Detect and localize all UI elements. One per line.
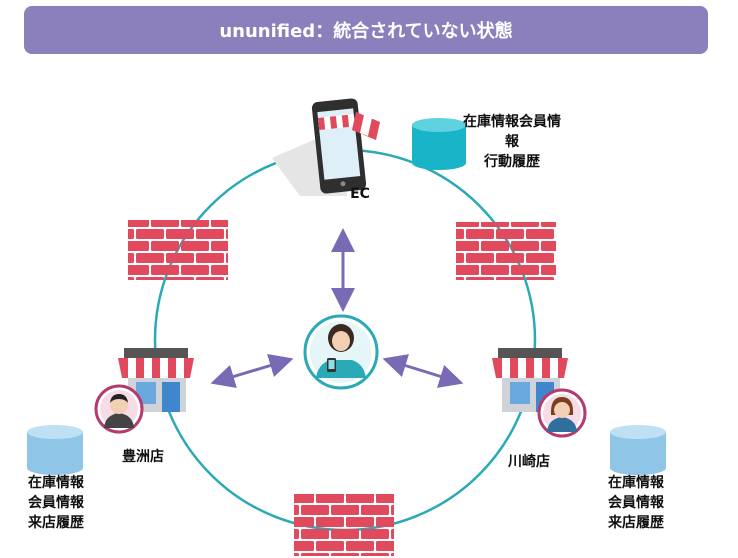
arrow-center-toyosu <box>210 353 294 389</box>
kawasaki-label: 川崎店 <box>508 454 550 470</box>
kawasaki-staff-avatar <box>537 388 587 438</box>
ec-data-text: 在庫情報会員情 報 行動履歴 <box>448 112 576 172</box>
ec-label: EC <box>350 186 370 202</box>
kawasaki-data-line: 在庫情報 <box>608 475 664 491</box>
kawasaki-data-text: 在庫情報 会員情報 来店履歴 <box>596 473 676 533</box>
toyosu-label: 豊洲店 <box>122 449 164 465</box>
arrow-center-kawasaki <box>382 354 464 388</box>
customer-icon <box>303 314 379 390</box>
toyosu-database-icon <box>27 425 83 475</box>
ec-database-icon <box>412 118 466 170</box>
ec-smartphone-icon <box>272 98 380 196</box>
kawasaki-data-line: 来店履歴 <box>608 515 664 531</box>
kawasaki-database-icon <box>610 425 666 475</box>
toyosu-data-text: 在庫情報 会員情報 来店履歴 <box>16 473 96 533</box>
page-title: ununified：統合されていない状態 <box>219 21 513 42</box>
toyosu-staff-avatar <box>94 384 144 434</box>
title-banner: ununified：統合されていない状態 <box>24 6 708 54</box>
firewall-wall-bottom <box>294 494 394 556</box>
toyosu-data-line: 来店履歴 <box>28 515 84 531</box>
toyosu-data-line: 会員情報 <box>28 495 84 511</box>
firewall-wall-top-right <box>456 222 556 280</box>
ec-data-line: 在庫情報会員情 <box>463 114 561 130</box>
ec-data-line: 行動履歴 <box>484 154 540 170</box>
firewall-wall-top-left <box>128 220 228 280</box>
kawasaki-data-line: 会員情報 <box>608 495 664 511</box>
toyosu-data-line: 在庫情報 <box>28 475 84 491</box>
ec-data-line: 報 <box>505 134 519 150</box>
